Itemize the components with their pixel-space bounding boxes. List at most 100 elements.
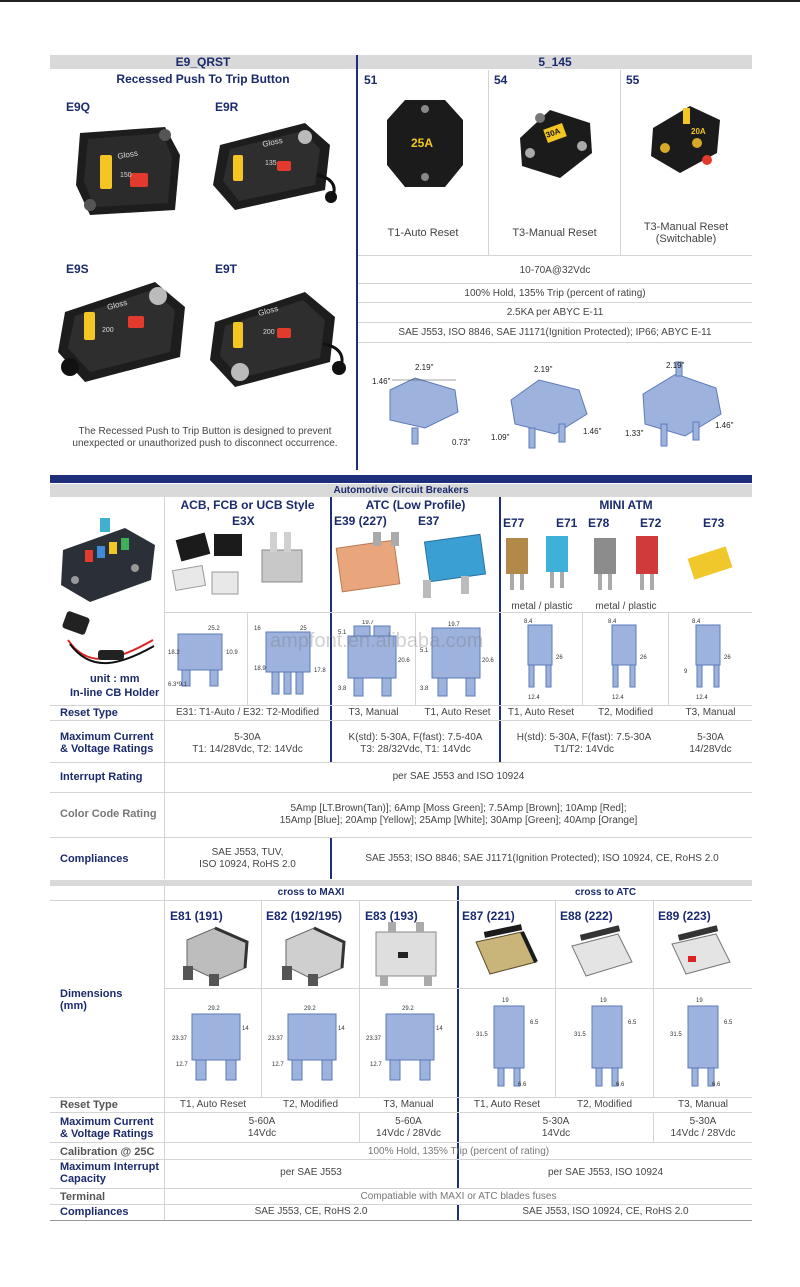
- e39-dimension-drawing: 19.7 5.1 20.6 3.8: [338, 620, 410, 697]
- row-line: [50, 705, 752, 706]
- current-rating: 10-70A@32Vdc: [519, 265, 591, 276]
- col-divider: [415, 612, 416, 705]
- dim-width: 2.19": [415, 363, 434, 372]
- row-line: [50, 792, 752, 793]
- svg-text:20.6: 20.6: [398, 658, 410, 664]
- bottom-current-label: Maximum Current & Voltage Ratings: [60, 1116, 154, 1140]
- code-e89: E89 (223): [658, 909, 711, 923]
- svg-text:8.4: 8.4: [692, 619, 701, 625]
- model-54-breaker-image: 30A: [520, 110, 592, 178]
- e37-dimension-drawing: 19.7 5.1 20.6 3.8: [420, 622, 494, 697]
- svg-text:23.37: 23.37: [172, 1036, 188, 1042]
- inline-holder-image: [62, 611, 155, 665]
- code-e88: E88 (222): [560, 909, 613, 923]
- svg-text:26: 26: [724, 655, 731, 661]
- col-divider: [582, 612, 583, 705]
- svg-text:31.5: 31.5: [476, 1032, 488, 1038]
- dim-width: 2.19": [666, 361, 685, 370]
- col-divider: [359, 900, 360, 1097]
- interrupt-capacity-label: Maximum Interrupt Capacity: [60, 1161, 160, 1185]
- e82-breaker-image: [282, 926, 346, 986]
- max-current-label: Maximum Current & Voltage Ratings: [60, 731, 154, 755]
- svg-text:26: 26: [640, 655, 647, 661]
- interrupt-value: per SAE J553 and ISO 10924: [392, 771, 525, 782]
- reset-e87: T1, Auto Reset: [473, 1099, 541, 1110]
- row-line: [50, 1097, 752, 1098]
- svg-text:12.7: 12.7: [176, 1062, 188, 1068]
- compliances-others: SAE J553; ISO 8846; SAE J1171(Ignition P…: [365, 853, 719, 864]
- svg-text:12.4: 12.4: [696, 695, 708, 701]
- svg-text:19: 19: [600, 998, 607, 1004]
- reset-e88: T2, Modified: [576, 1099, 633, 1110]
- code-e81: E81 (191): [170, 909, 223, 923]
- svg-text:16: 16: [254, 626, 261, 632]
- compliances-atc: SAE J553, ISO 10924, CE, RoHS 2.0: [522, 1206, 689, 1217]
- atc-breaker-images: [335, 532, 487, 598]
- svg-text:26: 26: [556, 655, 563, 661]
- watermark: ampfont.en.alibaba.com: [270, 630, 484, 652]
- current-e83: 5-60A 14Vdc / 28Vdc: [375, 1116, 442, 1139]
- group-acb: ACB, FCB or UCB Style: [180, 498, 315, 512]
- model-51-rating: 25A: [411, 136, 433, 150]
- automotive-banner: Automotive Circuit Breakers: [50, 484, 752, 497]
- e3x-breaker-images: [171, 532, 303, 595]
- row-line: [50, 720, 752, 721]
- top-divider: [356, 55, 358, 470]
- svg-text:19: 19: [502, 998, 509, 1004]
- svg-text:29.2: 29.2: [304, 1006, 316, 1012]
- cross-atc: cross to ATC: [574, 887, 637, 898]
- dimensions-label: Dimensions (mm): [60, 988, 123, 1012]
- model-51-breaker-image: 25A: [387, 100, 463, 187]
- svg-text:25.2: 25.2: [208, 626, 220, 632]
- model-54-dimension-drawing: 2.19" 1.09" 1.46": [491, 365, 602, 449]
- svg-text:6.6: 6.6: [712, 1082, 721, 1088]
- model-55-code: 55: [626, 73, 640, 87]
- current-e81-e82: 5-60A 14Vdc: [247, 1116, 277, 1139]
- e81-breaker-image: [183, 926, 249, 986]
- material-e77-e71: metal / plastic: [511, 601, 573, 612]
- dim-depth: 1.46": [715, 421, 734, 430]
- svg-text:19.7: 19.7: [448, 622, 460, 628]
- row-line: [358, 255, 752, 256]
- e87-breaker-image: [475, 924, 538, 975]
- e9-title: Recessed Push To Trip Button: [116, 72, 290, 86]
- svg-text:3.8: 3.8: [338, 686, 347, 692]
- row-line: [50, 1142, 752, 1143]
- model-55-dimension-drawing: 2.19" 1.33" 1.46": [625, 361, 734, 447]
- row-line: [50, 762, 752, 763]
- model-54-label: T3-Manual Reset: [512, 227, 597, 239]
- row-line: [358, 322, 752, 323]
- svg-text:5.1: 5.1: [420, 648, 429, 654]
- col-divider: [620, 70, 621, 255]
- group-atc: ATC (Low Profile): [365, 498, 466, 512]
- row-line: [358, 342, 752, 343]
- row-line: [50, 1188, 752, 1189]
- interrupt-label: Interrupt Rating: [60, 771, 143, 783]
- current-e89: 5-30A 14Vdc / 28Vdc: [670, 1116, 736, 1139]
- material-e78-e72: metal / plastic: [595, 601, 657, 612]
- group-divider: [457, 886, 459, 1221]
- fuse-block-image: [61, 518, 155, 602]
- svg-text:3.8: 3.8: [420, 686, 429, 692]
- hold-trip: 100% Hold, 135% Trip (percent of rating): [464, 288, 646, 299]
- dim-height: 1.33": [625, 429, 644, 438]
- col-divider: [653, 900, 654, 1097]
- group-divider: [499, 497, 501, 762]
- svg-text:14: 14: [338, 1026, 345, 1032]
- code-e39: E39 (227): [334, 514, 387, 528]
- svg-text:23.37: 23.37: [268, 1036, 284, 1042]
- svg-text:8.4: 8.4: [524, 619, 533, 625]
- e9t-breaker-image: Gloss 200: [210, 292, 346, 387]
- reset-e39: T3, Manual: [348, 707, 399, 718]
- code-e77: E77: [503, 516, 525, 530]
- svg-text:31.5: 31.5: [574, 1032, 586, 1038]
- dim-depth: 1.46": [583, 427, 602, 436]
- row-line: [50, 837, 752, 838]
- svg-text:29.2: 29.2: [402, 1006, 414, 1012]
- svg-text:20.6: 20.6: [482, 658, 494, 664]
- e9r-breaker-image: Gloss 135: [213, 123, 337, 210]
- e83-breaker-image: [375, 922, 437, 986]
- compliances-e3x: SAE J553, TUV, ISO 10924, RoHS 2.0: [199, 847, 296, 870]
- e9r-code: E9R: [215, 100, 239, 114]
- dim-width: 2.19": [534, 365, 553, 374]
